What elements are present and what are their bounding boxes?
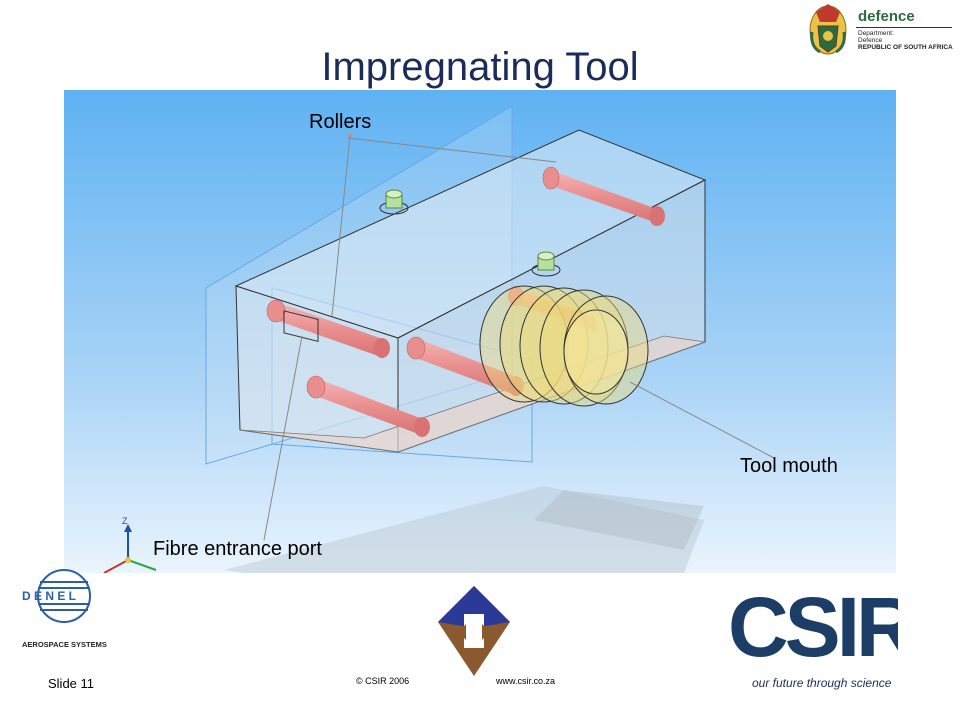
- label-fibre-entrance-port: Fibre entrance port: [153, 538, 322, 560]
- website-link[interactable]: www.csir.co.za: [496, 676, 556, 686]
- roller-back-top: [542, 166, 665, 226]
- axis-triad: Z: [103, 516, 157, 573]
- axis-z-label: Z: [122, 516, 128, 526]
- denel-subtitle: AEROSPACE SYSTEMS: [22, 640, 107, 649]
- slide-number: Slide 11: [48, 676, 95, 691]
- defence-coat-of-arms-logo: [809, 4, 847, 55]
- roller-middle: [406, 336, 524, 396]
- label-tool-mouth: Tool mouth: [740, 455, 838, 477]
- defence-divider: [856, 27, 952, 28]
- slide-title: Impregnating Tool: [321, 45, 639, 89]
- csir-tagline: our future through science: [752, 676, 892, 690]
- centre-emblem-logo: [438, 586, 510, 676]
- impregnating-tool-diagram: Z: [64, 90, 896, 573]
- roller-front-bottom: [306, 375, 430, 437]
- defence-logo-word: defence: [858, 8, 915, 25]
- copyright-notice: © CSIR 2006: [356, 676, 410, 686]
- tool-mouth: [479, 285, 649, 407]
- denel-logo: D E N E L: [22, 569, 91, 623]
- defence-country: REPUBLIC OF SOUTH AFRICA: [858, 44, 953, 51]
- csir-wordmark: CSIR: [728, 580, 898, 666]
- roller-back-right: [508, 286, 598, 332]
- top-knob-left: [379, 189, 409, 215]
- label-rollers: Rollers: [309, 111, 372, 133]
- csir-logo: CSIR: [728, 580, 898, 666]
- top-knob-right: [531, 251, 561, 277]
- denel-wordmark: D E N E L: [22, 589, 76, 603]
- defence-dept-line: Department:: [858, 30, 894, 37]
- defence-dept-name: Defence: [858, 37, 883, 44]
